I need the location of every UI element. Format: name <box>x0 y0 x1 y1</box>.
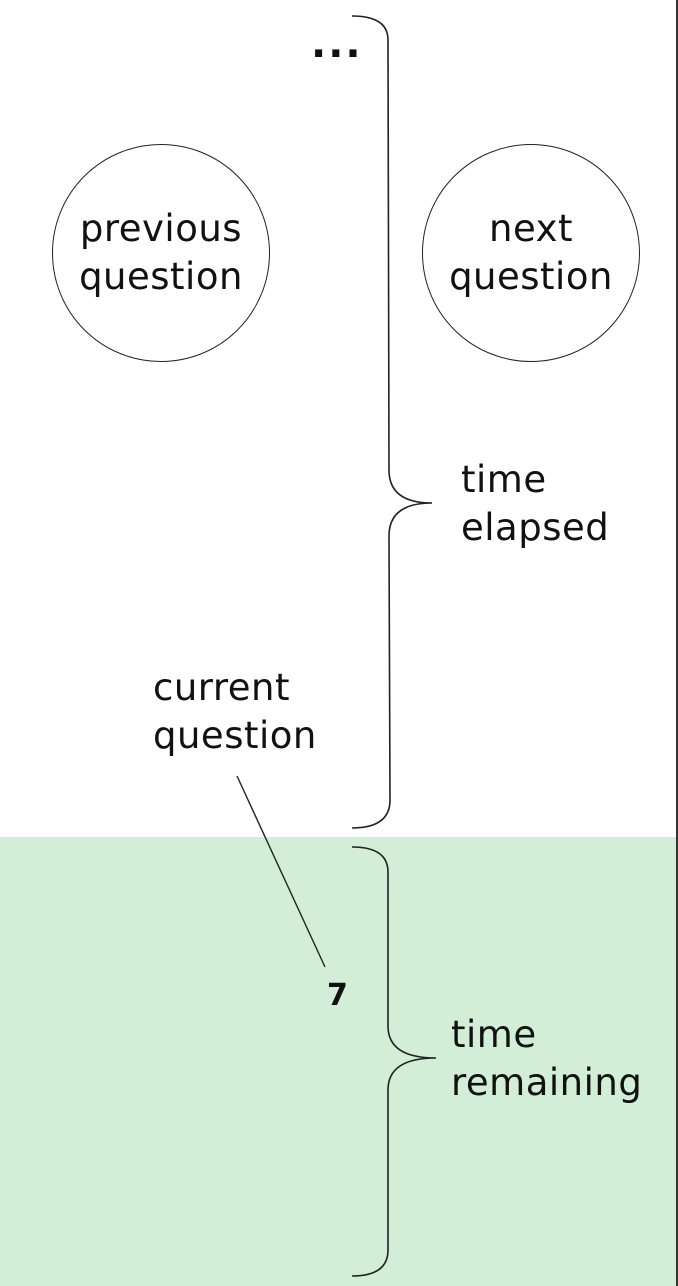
time-remaining-area <box>0 837 676 1286</box>
time-elapsed-brace <box>351 15 433 829</box>
current-question-leader-line <box>236 775 326 968</box>
next-question-node[interactable]: next question <box>422 144 640 362</box>
previous-question-label: previous question <box>79 207 243 298</box>
time-remaining-label: time remaining <box>451 1013 643 1104</box>
time-remaining-brace <box>351 846 437 1277</box>
ellipsis: ... <box>311 21 363 67</box>
time-elapsed-label: time elapsed <box>461 458 610 549</box>
current-question-label: current question <box>153 666 317 757</box>
previous-question-node[interactable]: previous question <box>52 144 270 362</box>
right-edge-border <box>676 0 678 1286</box>
current-question-number: 7 <box>327 978 348 1013</box>
next-question-label: next question <box>449 207 613 298</box>
